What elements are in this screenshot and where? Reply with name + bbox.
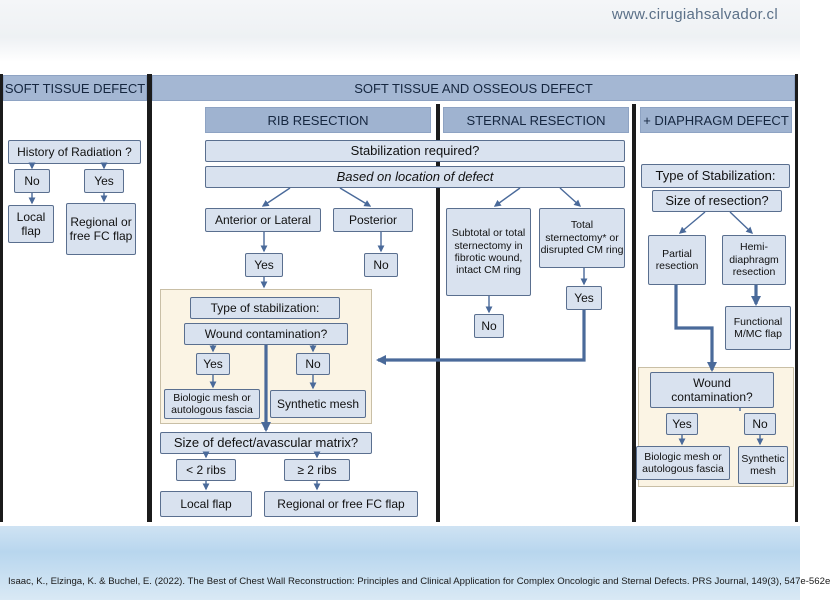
diaphragm-no-box: No [744, 413, 776, 435]
stabilization-required-box: Stabilization required? [205, 140, 625, 162]
rib-yes-box: Yes [245, 253, 283, 277]
sternal-no-box: No [474, 314, 504, 338]
header-rib-resection: RIB RESECTION [205, 107, 431, 133]
header-sternal-resection: STERNAL RESECTION [443, 107, 629, 133]
rib-contamination-no-box: No [296, 353, 330, 375]
posterior-box: Posterior [333, 208, 413, 232]
rib-biologic-mesh-box: Biologic mesh or autologous fascia [164, 389, 260, 419]
partial-resection-box: Partial resection [648, 235, 706, 285]
anterior-lateral-box: Anterior or Lateral [205, 208, 321, 232]
divider-sternal-diaphragm [632, 104, 636, 522]
radiation-no-box: No [14, 169, 50, 193]
rib-wound-contamination-box: Wound contamination? [184, 323, 348, 345]
rib-no-box: No [364, 253, 398, 277]
diaphragm-biologic-mesh-box: Biologic mesh or autologous fascia [636, 446, 730, 480]
right-border [795, 74, 798, 522]
rib-synthetic-mesh-box: Synthetic mesh [270, 390, 366, 418]
divider-soft-tissue [147, 74, 152, 522]
functional-flap-box: Functional M/MC flap [725, 306, 791, 350]
size-of-resection-box: Size of resection? [652, 190, 782, 212]
diaphragm-yes-box: Yes [666, 413, 698, 435]
left-border [0, 74, 3, 522]
diaphragm-type-of-stabilization-box: Type of Stabilization: [641, 164, 790, 188]
header-soft-tissue-defect: SOFT TISSUE DEFECT [3, 75, 147, 101]
history-of-radiation-box: History of Radiation ? [8, 140, 141, 164]
header-diaphragm-defect: + DIAPHRAGM DEFECT [640, 107, 792, 133]
rib-type-of-stabilization-box: Type of stabilization: [190, 297, 340, 319]
sternal-yes-box: Yes [566, 286, 602, 310]
local-flap-box: Local flap [8, 205, 54, 243]
hemi-diaphragm-box: Hemi-diaphragm resection [722, 235, 786, 285]
footer-band [0, 526, 800, 600]
rib-regional-flap-box: Regional or free FC flap [264, 491, 418, 517]
regional-flap-box: Regional or free FC flap [66, 203, 136, 255]
diaphragm-wound-contamination-box: Wound contamination? [650, 372, 774, 408]
diaphragm-synthetic-mesh-box: Synthetic mesh [738, 446, 788, 484]
lt-2-ribs-box: < 2 ribs [176, 459, 236, 481]
total-sternectomy-box: Total sternectomy* or disrupted CM ring [539, 208, 625, 268]
ge-2-ribs-box: ≥ 2 ribs [284, 459, 350, 481]
radiation-yes-box: Yes [84, 169, 124, 193]
rib-contamination-yes-box: Yes [196, 353, 230, 375]
based-on-location-box: Based on location of defect [205, 166, 625, 188]
header-soft-tissue-osseous-defect: SOFT TISSUE AND OSSEOUS DEFECT [152, 75, 795, 101]
site-url: www.cirugiahsalvador.cl [611, 6, 778, 23]
size-of-defect-box: Size of defect/avascular matrix? [160, 432, 372, 454]
subtotal-sternectomy-box: Subtotal or total sternectomy in fibroti… [446, 208, 531, 296]
header-band [0, 0, 800, 62]
citation: Isaac, K., Elzinga, K. & Buchel, E. (202… [8, 576, 830, 587]
rib-local-flap-box: Local flap [160, 491, 252, 517]
